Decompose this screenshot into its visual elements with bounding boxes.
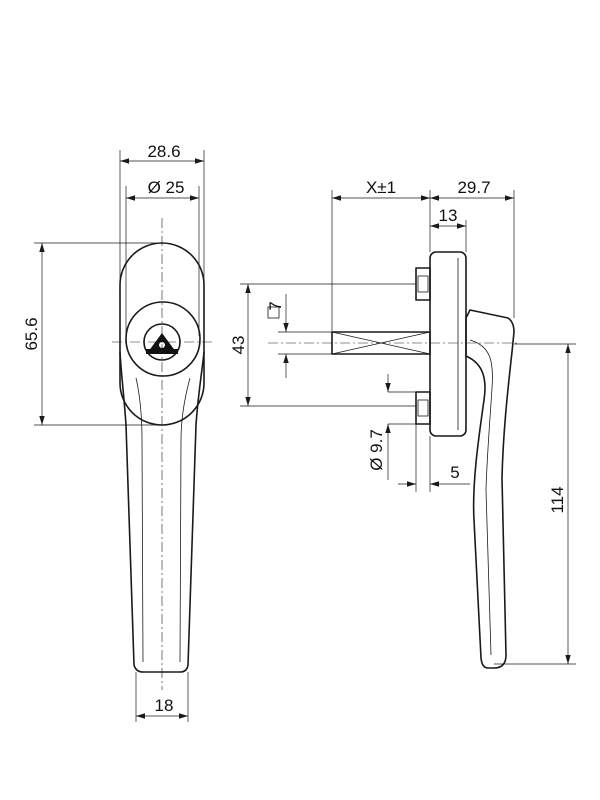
dim-top-outer-width: 28.6: [147, 142, 180, 161]
dim-rosette-height: 65.6: [22, 317, 41, 350]
dim-screw-offset: 5: [450, 463, 459, 482]
dim-top-inner-diameter: Ø 25: [148, 178, 185, 197]
dim-spindle-length: X±1: [366, 178, 396, 197]
grip-inner-line-left: [135, 377, 144, 663]
base-plate: [429, 251, 467, 437]
screw-bottom: [415, 391, 431, 425]
dim-base-thickness: 13: [439, 206, 458, 225]
dim-handle-length: 114: [548, 486, 567, 513]
square-symbol: [267, 306, 280, 319]
grip-inner-line-right: [179, 377, 191, 663]
dim-screw-diameter: Ø 9.7: [367, 429, 386, 471]
handle-side-outline: [465, 309, 515, 669]
dim-grip-bottom-width: 18: [155, 696, 174, 715]
grip-outline: [119, 351, 205, 673]
side-view: X±1 29.7 13 43 7 Ø 9.7 5: [229, 178, 576, 669]
handle-side-inner: [469, 339, 493, 656]
front-view: 28.6 Ø 25 65.6 18: [22, 142, 212, 722]
dim-spindle-square: 7: [266, 301, 285, 310]
screw-top: [415, 267, 431, 301]
cover-circle: [125, 301, 201, 377]
dim-screw-spacing: 43: [229, 336, 248, 355]
dim-projection: 29.7: [457, 178, 490, 197]
